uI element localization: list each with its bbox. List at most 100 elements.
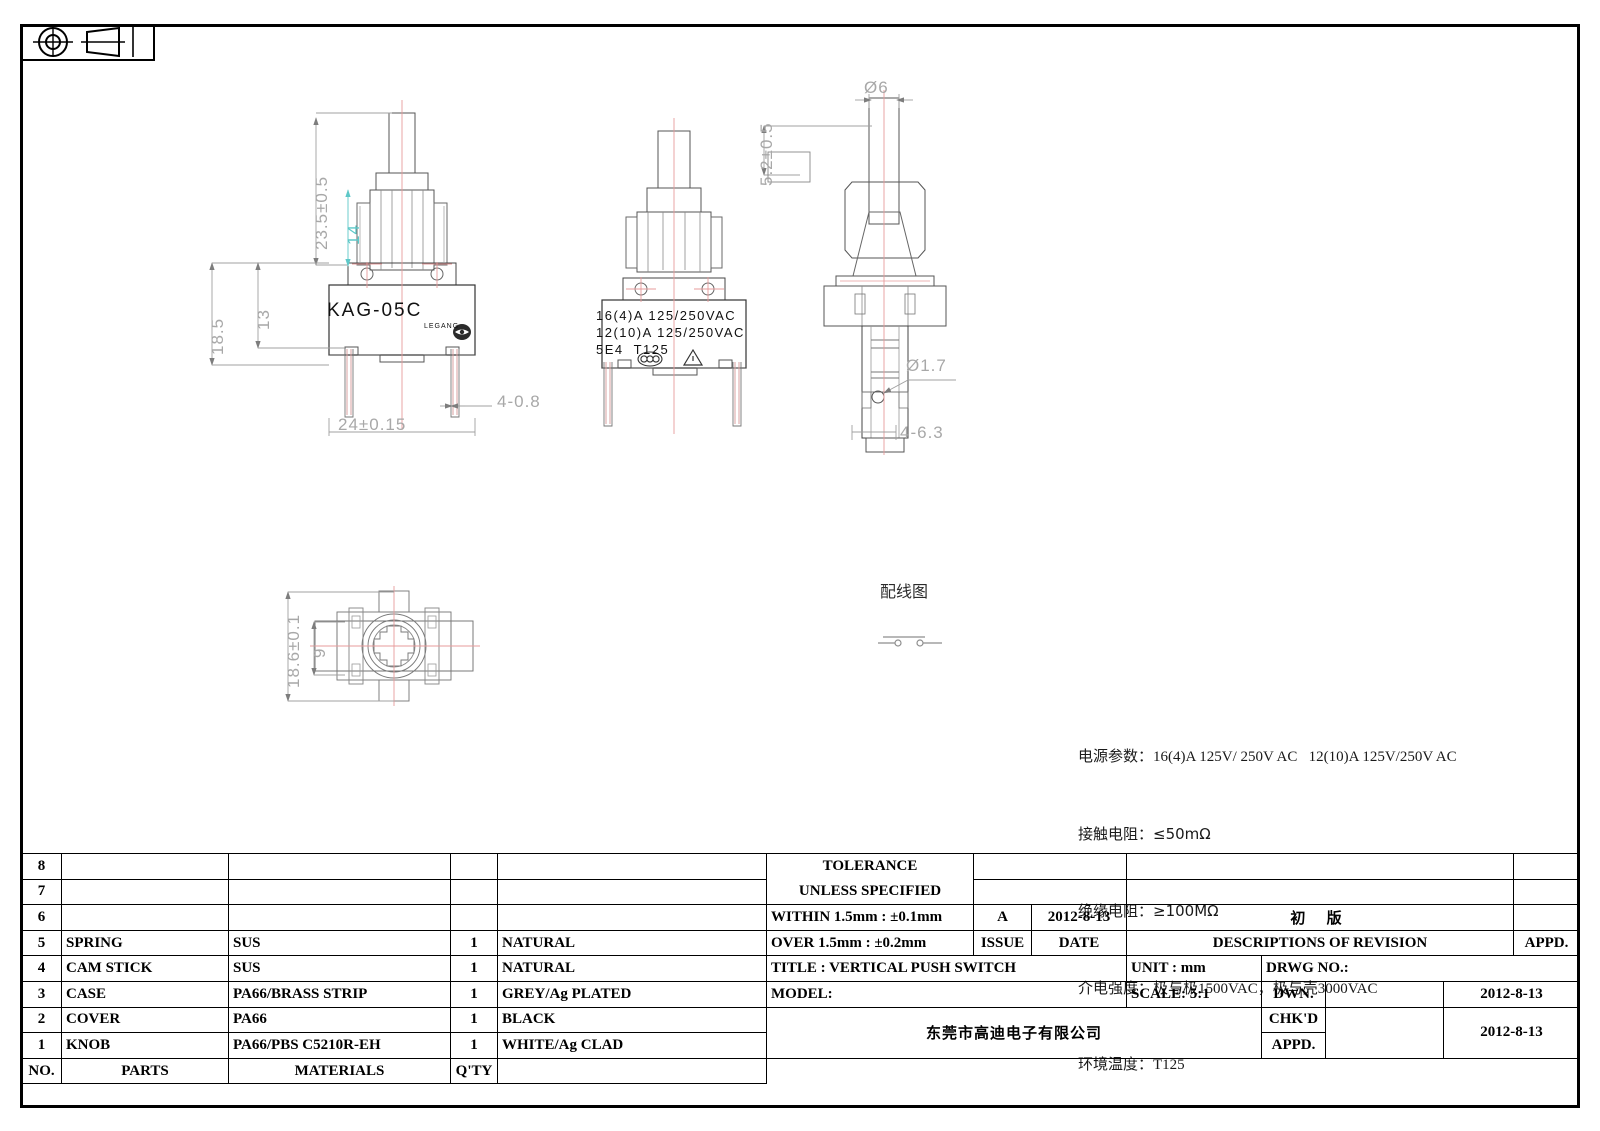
- spec-label: 环境温度：: [1078, 1057, 1154, 1073]
- drwg-no-label: DRWG NO.:: [1261, 955, 1580, 982]
- table-row: 3 CASE PA66/BRASS STRIP 1 GREY/Ag PLATED: [21, 980, 767, 1008]
- dwn-label: DWN.: [1261, 980, 1326, 1008]
- header-qty: Q'TY: [450, 1057, 498, 1085]
- spec-label: 电源参数：: [1078, 749, 1154, 765]
- row-part: [61, 853, 229, 880]
- row-part: SPRING: [61, 929, 229, 957]
- appd-label: APPD.: [1513, 929, 1580, 957]
- issue-label: ISSUE: [973, 929, 1032, 957]
- row-no: 8: [21, 853, 62, 880]
- dim-mounting-pitch: 4-6.3: [900, 423, 944, 442]
- spec-label: 接触电阻：: [1078, 826, 1154, 843]
- parts-list-table: 8 7 6 5 SPRING: [21, 853, 767, 1085]
- chkd-label: CHK'D: [1261, 1006, 1326, 1034]
- rating-line-1: 16(4)A 125/250VAC: [596, 308, 737, 323]
- title-block-table: TOLERANCE UNLESS SPECIFIED WITHIN 1.5mm …: [766, 853, 1580, 1059]
- row-qty: 1: [450, 1006, 498, 1034]
- dim-stem-height: 14: [344, 224, 363, 245]
- row-part: CASE: [61, 980, 229, 1008]
- spec-value: ≤50mΩ: [1153, 824, 1211, 843]
- dim-depth-overall: 18.6±0.1: [284, 613, 303, 688]
- empty-cell-e: [1126, 878, 1514, 906]
- row-part: KNOB: [61, 1032, 229, 1059]
- tolerance-heading-row: TOLERANCE: [766, 853, 1580, 880]
- row-no: 5: [21, 929, 62, 957]
- row-qty: [450, 853, 498, 880]
- revision-header-row: OVER 1.5mm : ±0.2mm ISSUE DATE DESCRIPTI…: [766, 929, 1580, 957]
- row-part: [61, 904, 229, 931]
- row-qty: [450, 904, 498, 931]
- drawing-border: [20, 24, 1580, 1108]
- table-row: 2 COVER PA66 1 BLACK: [21, 1006, 767, 1034]
- dim-body-height-total: 18.5: [208, 317, 227, 355]
- table-header-row: NO. PARTS MATERIALS Q'TY: [21, 1057, 767, 1085]
- table-row: 4 CAM STICK SUS 1 NATURAL: [21, 955, 767, 982]
- dwn-value-cell: [1325, 980, 1444, 1008]
- dim-plunger-diameter: Ø6: [864, 78, 889, 97]
- row-material: PA66: [228, 1006, 451, 1034]
- row-no: 3: [21, 980, 62, 1008]
- row-part: CAM STICK: [61, 955, 229, 982]
- tolerance-within: WITHIN 1.5mm : ±0.1mm: [766, 904, 974, 931]
- row-no: 2: [21, 1006, 62, 1034]
- table-row: 7: [21, 878, 767, 906]
- dim-hole-diameter: Ø1.7: [906, 356, 947, 375]
- model-row: MODEL: SCALE: 5:1 DWN. 2012-8-13: [766, 980, 1580, 1008]
- row-remark: NATURAL: [497, 929, 767, 957]
- legang-logo: [426, 305, 471, 340]
- date-label: DATE: [1031, 929, 1127, 957]
- company-row-1: 东莞市高迪电子有限公司 CHK'D 2012-8-13: [766, 1006, 1580, 1059]
- model-label: MODEL:: [766, 980, 1127, 1008]
- row-material: [228, 904, 451, 931]
- row-qty: 1: [450, 955, 498, 982]
- table-row: 5 SPRING SUS 1 NATURAL: [21, 929, 767, 957]
- row-part: [61, 878, 229, 906]
- tolerance-over: OVER 1.5mm : ±0.2mm: [766, 929, 974, 957]
- row-material: SUS: [228, 955, 451, 982]
- row-no: 4: [21, 955, 62, 982]
- dim-body-height-upper: 13: [254, 309, 273, 330]
- dim-plunger-travel: 5.2±0.5: [757, 122, 776, 186]
- spec-row: 电源参数：16(4)A 125V/ 250V AC 12(10)A 125V/2…: [1078, 745, 1457, 771]
- empty-cell-c: [1513, 853, 1580, 880]
- row-material: [228, 853, 451, 880]
- header-materials: MATERIALS: [228, 1057, 451, 1085]
- appd-empty-cell: [1513, 904, 1580, 931]
- revision-label: DESCRIPTIONS OF REVISION: [1126, 929, 1514, 957]
- row-material: PA66/PBS C5210R-EH: [228, 1032, 451, 1059]
- company-row-2: APPD.: [767, 1032, 1580, 1059]
- row-part: COVER: [61, 1006, 229, 1034]
- wiring-diagram-label: 配线图: [880, 582, 929, 601]
- chkd-value-cell: [1325, 1006, 1444, 1059]
- issue-value: A: [973, 904, 1032, 931]
- row-no: 6: [21, 904, 62, 931]
- row-remark: GREY/Ag PLATED: [497, 980, 767, 1008]
- empty-cell-d: [973, 878, 1127, 906]
- row-remark: WHITE/Ag CLAD: [497, 1032, 767, 1059]
- dim-overall-height: 23.5±0.5: [312, 175, 331, 250]
- row-remark: BLACK: [497, 1006, 767, 1034]
- header-no: NO.: [21, 1057, 62, 1085]
- body-marking-label: KAG-05C: [327, 300, 423, 321]
- tolerance-heading-1: TOLERANCE: [766, 853, 974, 880]
- empty-cell-a: [973, 853, 1127, 880]
- spec-value: T125: [1153, 1057, 1185, 1073]
- table-row: 1 KNOB PA66/PBS C5210R-EH 1 WHITE/Ag CLA…: [21, 1032, 767, 1059]
- row-qty: 1: [450, 929, 498, 957]
- row-qty: [450, 878, 498, 906]
- table-row: 6: [21, 904, 767, 931]
- dwn-date: 2012-8-13: [1443, 980, 1580, 1008]
- dim-depth-inner: 9: [310, 647, 329, 658]
- legang-logo-icon: [453, 324, 471, 340]
- row-qty: 1: [450, 1032, 498, 1059]
- tolerance-heading-2: UNLESS SPECIFIED: [766, 879, 974, 906]
- legang-logo-text: LEGANG: [424, 323, 460, 330]
- scale-label: SCALE: 5:1: [1126, 980, 1262, 1008]
- empty-cell-b: [1126, 853, 1514, 880]
- unit-label: UNIT : mm: [1126, 955, 1262, 982]
- rating-line-2: 12(10)A 125/250VAC: [596, 325, 745, 340]
- company-name: 东莞市高迪电子有限公司: [766, 1006, 1262, 1059]
- tolerance-heading-row-2: UNLESS SPECIFIED: [766, 878, 1580, 906]
- header-remark: [497, 1057, 767, 1085]
